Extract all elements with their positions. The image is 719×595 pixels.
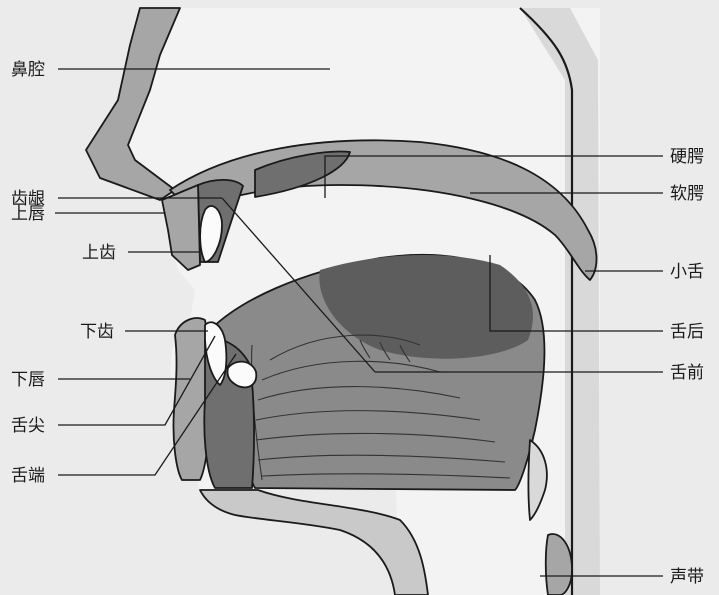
label-uvula: 小舌 bbox=[670, 262, 704, 282]
throat bbox=[200, 490, 428, 595]
anatomy bbox=[86, 8, 600, 595]
label-tongue-tip: 舌尖 bbox=[11, 416, 45, 436]
label-hard-palate: 硬腭 bbox=[670, 147, 704, 167]
label-upper-teeth: 上齿 bbox=[82, 243, 116, 263]
label-nasal-cavity: 鼻腔 bbox=[11, 60, 45, 80]
label-soft-palate: 软腭 bbox=[670, 184, 704, 204]
label-tongue-blade: 舌端 bbox=[11, 466, 45, 486]
label-tongue-back: 舌后 bbox=[670, 322, 704, 342]
label-lower-teeth: 下齿 bbox=[80, 322, 114, 342]
label-lower-lip: 下唇 bbox=[11, 370, 45, 390]
label-vocal-cords: 声带 bbox=[670, 567, 704, 587]
label-upper-lip: 上唇 bbox=[11, 204, 45, 224]
label-tongue-front: 舌前 bbox=[670, 363, 704, 383]
